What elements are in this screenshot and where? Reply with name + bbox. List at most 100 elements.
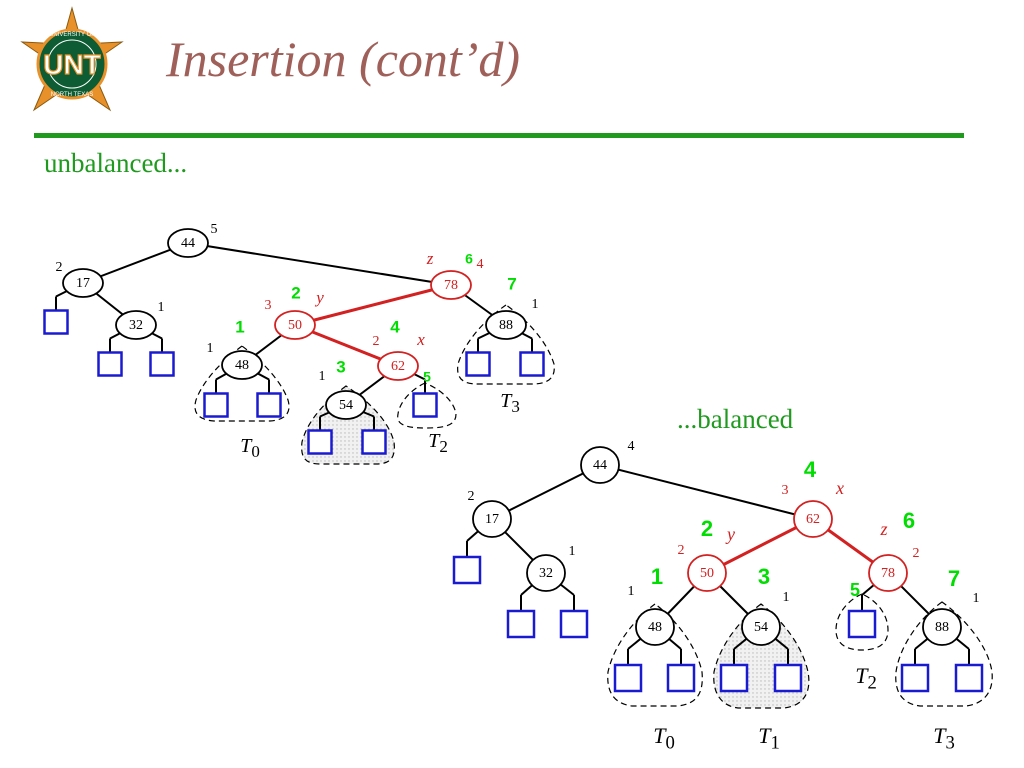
node-variable-label: x — [835, 478, 844, 498]
node-key-label: 78 — [444, 278, 458, 293]
subtree-label: T0 — [653, 723, 675, 754]
external-node — [847, 609, 877, 639]
unt-logo: UNIVERSITY OF NORTH TEXAS UNT — [20, 6, 124, 112]
external-node — [256, 392, 282, 418]
node-height-label: 2 — [468, 489, 475, 504]
logo-inner-ring — [47, 39, 97, 89]
external-node — [465, 351, 491, 377]
node-height-label: 3 — [265, 298, 272, 313]
external-node — [452, 555, 482, 585]
tree-node — [580, 446, 620, 484]
tree-node — [167, 228, 209, 258]
tree-node — [687, 554, 727, 592]
logo-text: UNT — [43, 49, 101, 80]
node-order-label: 6 — [465, 251, 473, 267]
node-height-label: 2 — [56, 260, 63, 275]
node-variable-label: y — [314, 288, 324, 307]
external-node — [97, 351, 123, 377]
external-node — [954, 663, 984, 693]
subtree-outline — [607, 603, 703, 707]
node-key-label: 50 — [700, 566, 714, 581]
external-node — [361, 429, 387, 455]
external-node — [519, 351, 545, 377]
tree-node — [430, 270, 472, 300]
node-key-label: 54 — [339, 398, 353, 413]
node-key-label: 88 — [499, 318, 513, 333]
node-height-label: 2 — [373, 334, 380, 349]
subtree-label: T0 — [240, 435, 260, 461]
node-key-label: 62 — [391, 359, 405, 374]
tree-edge — [187, 242, 452, 286]
external-node — [506, 609, 536, 639]
external-node — [307, 429, 333, 455]
node-key-label: 48 — [648, 620, 662, 635]
tree-node — [922, 608, 962, 646]
node-key-label: 62 — [806, 512, 820, 527]
node-height-label: 1 — [569, 544, 576, 559]
node-order-label: 7 — [507, 274, 516, 293]
external-node — [773, 663, 803, 693]
node-key-label: 17 — [485, 512, 499, 527]
node-variable-label: y — [725, 524, 735, 544]
subtree-label: T2 — [428, 430, 448, 456]
subtree-outline — [895, 601, 993, 707]
subtree-outline — [457, 304, 555, 385]
external-node — [613, 663, 643, 693]
node-height-label: 2 — [913, 546, 920, 561]
external-node — [559, 609, 589, 639]
node-variable-label: z — [426, 249, 434, 268]
tree-node — [526, 554, 566, 592]
tree-node — [485, 310, 527, 340]
node-variable-label: z — [879, 519, 887, 539]
tree-node — [793, 500, 833, 538]
node-height-label: 4 — [477, 257, 484, 272]
tree-node — [221, 350, 263, 380]
external-node — [666, 663, 696, 693]
tree-edge — [294, 283, 452, 327]
node-order-label: 4 — [390, 317, 400, 336]
node-order-label: 1 — [235, 317, 244, 336]
node-key-label: 50 — [288, 318, 302, 333]
logo-ring-top-text: UNIVERSITY OF — [49, 32, 95, 38]
tree-node — [635, 608, 675, 646]
node-order-label: 3 — [336, 357, 345, 376]
node-key-label: 32 — [539, 566, 553, 581]
tree-node — [115, 310, 157, 340]
external-node — [43, 309, 69, 335]
logo-ring-bottom-text: NORTH TEXAS — [51, 92, 93, 98]
tree-edge — [706, 517, 814, 575]
tree-node — [377, 351, 419, 381]
node-height-label: 1 — [783, 590, 790, 605]
node-key-label: 88 — [935, 620, 949, 635]
subtree-label: T3 — [500, 390, 520, 416]
node-height-label: 1 — [158, 300, 165, 315]
node-variable-label: x — [416, 330, 425, 349]
node-height-label: 1 — [207, 341, 214, 356]
node-height-label: 1 — [532, 297, 539, 312]
node-height-label: 5 — [211, 222, 218, 237]
external-node — [412, 392, 438, 418]
slide-title: Insertion (cont’d) — [166, 31, 521, 87]
node-order-label: 3 — [758, 564, 770, 589]
subtree-outline — [835, 593, 889, 651]
node-key-label: 32 — [129, 318, 143, 333]
node-order-label: 2 — [291, 283, 300, 302]
node-height-label: 2 — [678, 543, 685, 558]
subtree-order-label: 5 — [850, 580, 860, 600]
external-node — [203, 392, 229, 418]
tree-node — [741, 608, 781, 646]
node-height-label: 1 — [973, 591, 980, 606]
node-key-label: 78 — [881, 566, 895, 581]
title-underline — [34, 133, 964, 138]
tree-node — [472, 500, 512, 538]
subtree-outline — [194, 345, 290, 422]
node-height-label: 1 — [319, 369, 326, 384]
node-height-label: 1 — [628, 584, 635, 599]
tree-node — [62, 268, 104, 298]
node-order-label: 6 — [903, 508, 915, 533]
subtree-label: T2 — [855, 663, 877, 694]
subtree-order-label: 5 — [423, 369, 431, 385]
